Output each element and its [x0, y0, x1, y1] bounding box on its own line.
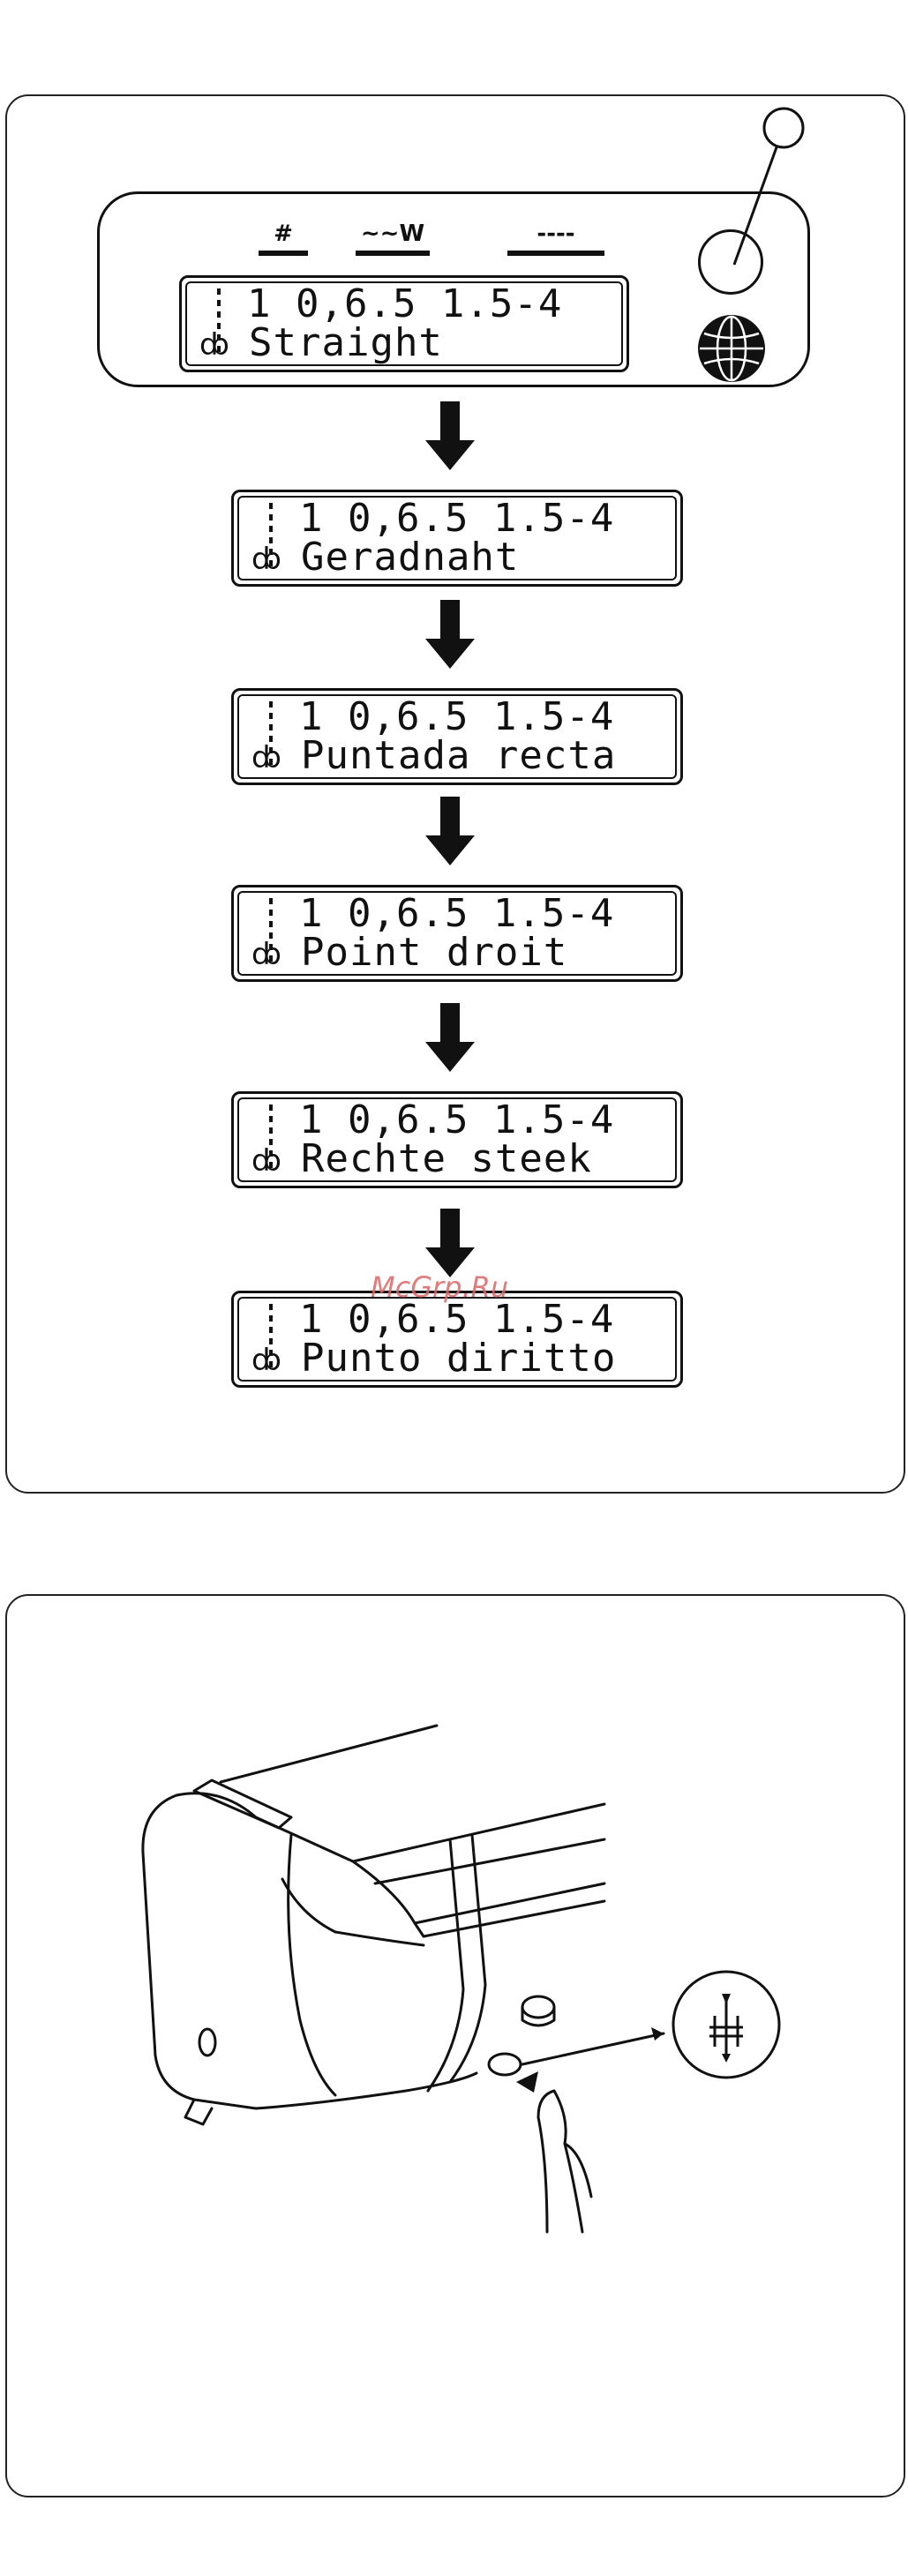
thread-icon: ȸ	[251, 939, 281, 970]
lcd-display-english: ȸ 1 0,6.5 1.5-4 Straight	[179, 275, 629, 372]
down-arrow-icon	[424, 1003, 477, 1074]
down-arrow-icon	[424, 401, 477, 472]
stitch-width-header: ~~W	[356, 221, 430, 256]
lcd-stitch-name: Puntada recta	[301, 737, 616, 775]
lcd-values: 1 0,6.5 1.5-4	[247, 285, 562, 324]
machine-control-panel: # ~~W ---- ȸ 1 0,6.5 1.5-4 Straight	[97, 191, 810, 387]
callout-leader	[724, 101, 821, 269]
lcd-display-spanish: ȸ 1 0,6.5 1.5-4 Puntada recta	[231, 688, 683, 785]
thread-icon: ȸ	[251, 543, 281, 575]
stitch-length-header: ----	[507, 221, 604, 256]
down-arrow-icon	[424, 1209, 477, 1279]
stitch-length-label: ----	[537, 221, 574, 247]
thread-icon: ȸ	[251, 1344, 281, 1376]
lcd-stitch-name: Point droit	[301, 933, 567, 972]
down-arrow-icon	[424, 797, 477, 867]
lcd-stitch-name: Straight	[249, 324, 443, 363]
lcd-display-german: ȸ 1 0,6.5 1.5-4 Geradnaht	[231, 490, 683, 587]
lcd-stitch-name: Geradnaht	[301, 538, 519, 577]
lcd-display-italian: ȸ 1 0,6.5 1.5-4 Punto diritto	[231, 1291, 683, 1388]
lcd-values: 1 0,6.5 1.5-4	[299, 698, 614, 737]
lcd-stitch-name: Rechte steek	[301, 1140, 592, 1179]
lcd-values: 1 0,6.5 1.5-4	[299, 895, 614, 933]
watermark: McGrp.Ru	[371, 1270, 508, 1304]
down-arrow-icon	[424, 600, 477, 670]
globe-icon[interactable]	[695, 312, 768, 385]
thread-icon: ȸ	[251, 1145, 281, 1177]
lcd-values: 1 0,6.5 1.5-4	[299, 1300, 614, 1339]
lcd-display-french: ȸ 1 0,6.5 1.5-4 Point droit	[231, 885, 683, 982]
stitch-number-header: #	[259, 221, 308, 256]
stitch-width-label: ~~W	[361, 221, 424, 247]
lcd-values: 1 0,6.5 1.5-4	[299, 499, 614, 538]
lcd-display-dutch: ȸ 1 0,6.5 1.5-4 Rechte steek	[231, 1091, 683, 1188]
thread-icon: ȸ	[251, 742, 281, 774]
stitch-number-label: #	[274, 221, 293, 247]
lcd-stitch-name: Punto diritto	[301, 1339, 616, 1378]
needle-up-down-icon	[669, 1967, 784, 2082]
lcd-values: 1 0,6.5 1.5-4	[299, 1101, 614, 1140]
thread-icon: ȸ	[199, 329, 229, 361]
